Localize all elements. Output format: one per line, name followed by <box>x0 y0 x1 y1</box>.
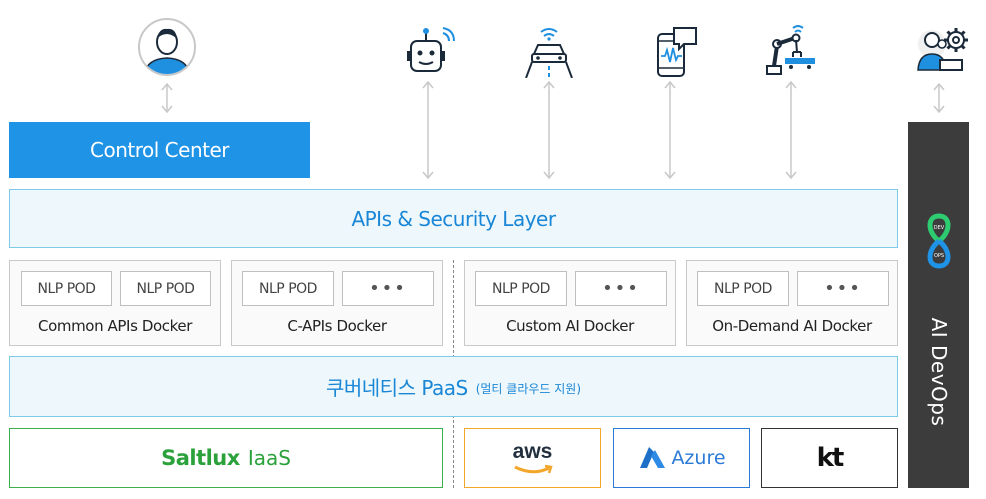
car-arrow <box>543 81 555 179</box>
more-pods: ••• <box>575 271 667 306</box>
devops-arrow <box>933 83 945 113</box>
api-security-layer: APIs & Security Layer <box>9 189 898 248</box>
nlp-pod: NLP POD <box>242 271 334 306</box>
robot-icon <box>405 27 457 75</box>
devops-ops-text: OPS <box>934 253 944 259</box>
docker-name: Custom AI Docker <box>506 317 634 335</box>
aws-logo: aws <box>512 440 553 463</box>
saltlux-logo: Saltlux <box>161 446 240 470</box>
smartphone-arrow <box>664 81 676 179</box>
robot-arm-arrow <box>785 81 797 179</box>
car-icon <box>522 24 576 78</box>
aws-smile-icon <box>514 464 553 474</box>
user-arrow <box>161 83 173 113</box>
devops-engineer-icon <box>910 14 974 78</box>
docker-on-demand-ai: NLP POD ••• On-Demand AI Docker <box>686 260 898 346</box>
nlp-pod: NLP POD <box>697 271 789 306</box>
paas-sub-label: (멀티 클라우드 지원) <box>475 382 582 396</box>
kt-provider: kt <box>761 428 898 488</box>
robot-arrow <box>422 81 434 179</box>
devops-dev-text: DEV <box>934 225 945 231</box>
docker-common-apis: NLP POD NLP POD Common APIs Docker <box>9 260 221 346</box>
user-icon <box>137 17 197 77</box>
ai-devops-label: AI DevOps <box>926 317 951 427</box>
aws-provider: aws <box>464 428 601 488</box>
paas-label: 쿠버네티스 PaaS <box>325 376 468 400</box>
nlp-pod: NLP POD <box>21 271 112 306</box>
more-pods: ••• <box>342 271 434 306</box>
docker-name: On-Demand AI Docker <box>712 317 872 335</box>
more-pods: ••• <box>797 271 889 306</box>
docker-name: C-APIs Docker <box>287 317 387 335</box>
ai-devops-panel: DEV OPS AI DevOps <box>908 122 969 488</box>
control-center: Control Center <box>9 122 310 178</box>
kubernetes-paas-layer: 쿠버네티스 PaaS (멀티 클라우드 지원) <box>9 356 898 417</box>
docker-c-apis: NLP POD ••• C-APIs Docker <box>231 260 443 346</box>
azure-provider: Azure <box>613 428 750 488</box>
nlp-pod: NLP POD <box>475 271 567 306</box>
ai-devops-label-wrap: AI DevOps <box>908 292 969 452</box>
kt-logo: kt <box>816 443 845 473</box>
saltlux-iaas: Saltlux IaaS <box>9 428 443 488</box>
azure-label: Azure <box>671 447 726 469</box>
nlp-pod: NLP POD <box>120 271 211 306</box>
api-security-layer-label: APIs & Security Layer <box>351 206 556 231</box>
devops-infinity-icon: DEV OPS <box>927 213 951 269</box>
robot-arm-icon <box>763 22 819 78</box>
azure-logo-icon <box>640 447 666 468</box>
docker-name: Common APIs Docker <box>38 317 192 335</box>
saltlux-iaas-label: IaaS <box>247 446 291 470</box>
control-center-label: Control Center <box>90 138 229 162</box>
smartphone-icon <box>654 26 700 78</box>
docker-custom-ai: NLP POD ••• Custom AI Docker <box>464 260 676 346</box>
